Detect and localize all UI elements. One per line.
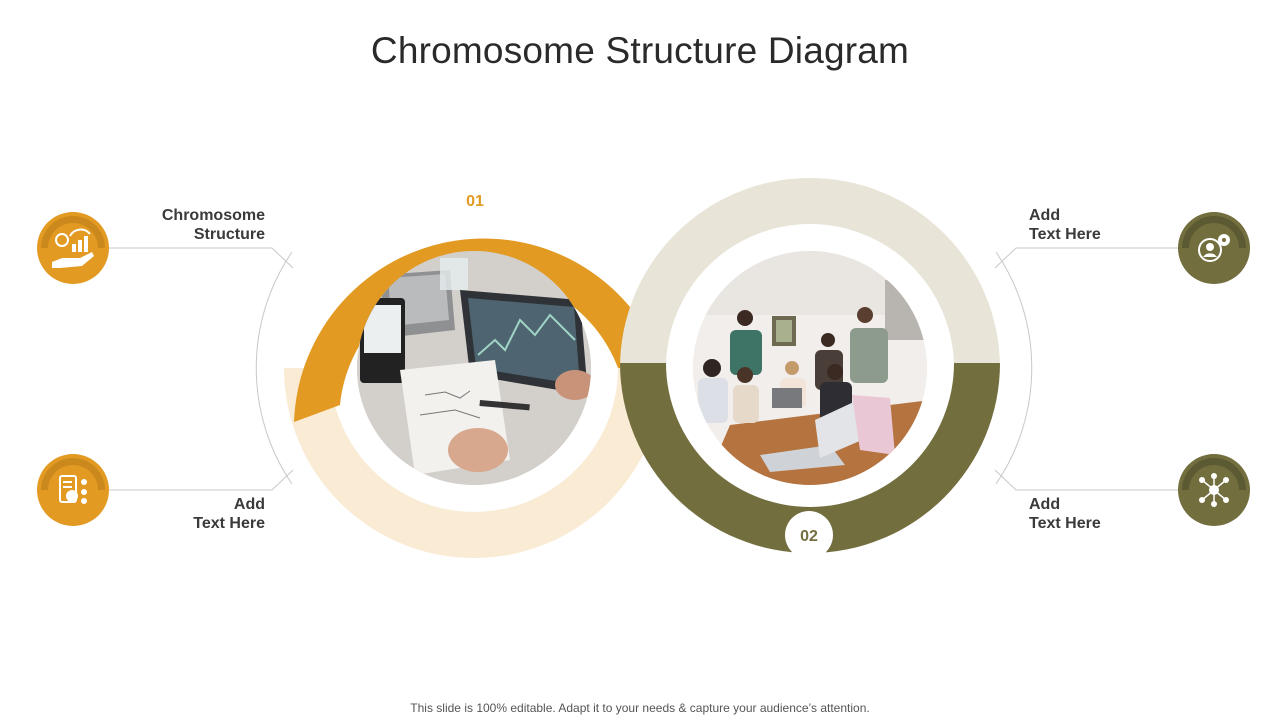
step-badge-01: 01	[451, 176, 499, 224]
step-number-01: 01	[466, 193, 484, 210]
step-badge-02: 02	[785, 511, 833, 559]
label-right-bottom-line2: Text Here	[1029, 514, 1229, 533]
connector-right-top	[995, 248, 1179, 268]
label-right-top-line1: Add	[1029, 206, 1229, 225]
label-left-bottom-line2: Text Here	[65, 514, 265, 533]
connector-left-top	[109, 248, 293, 268]
label-left-top-line2: Structure	[65, 225, 265, 244]
label-left-bottom: Add Text Here	[65, 495, 265, 533]
label-left-top-line1: Chromosome	[65, 206, 265, 225]
connector-left-bottom	[109, 470, 293, 490]
connector-right-bottom	[995, 470, 1179, 490]
bracket-right	[996, 252, 1032, 484]
step-number-02: 02	[800, 528, 818, 545]
photo-right	[690, 245, 940, 495]
label-right-bottom: Add Text Here	[1029, 495, 1229, 533]
label-right-top: Add Text Here	[1029, 206, 1229, 244]
label-right-top-line2: Text Here	[1029, 225, 1229, 244]
label-left-bottom-line1: Add	[65, 495, 265, 514]
footer-note: This slide is 100% editable. Adapt it to…	[0, 701, 1280, 715]
label-right-bottom-line1: Add	[1029, 495, 1229, 514]
label-left-top: Chromosome Structure	[65, 206, 265, 244]
